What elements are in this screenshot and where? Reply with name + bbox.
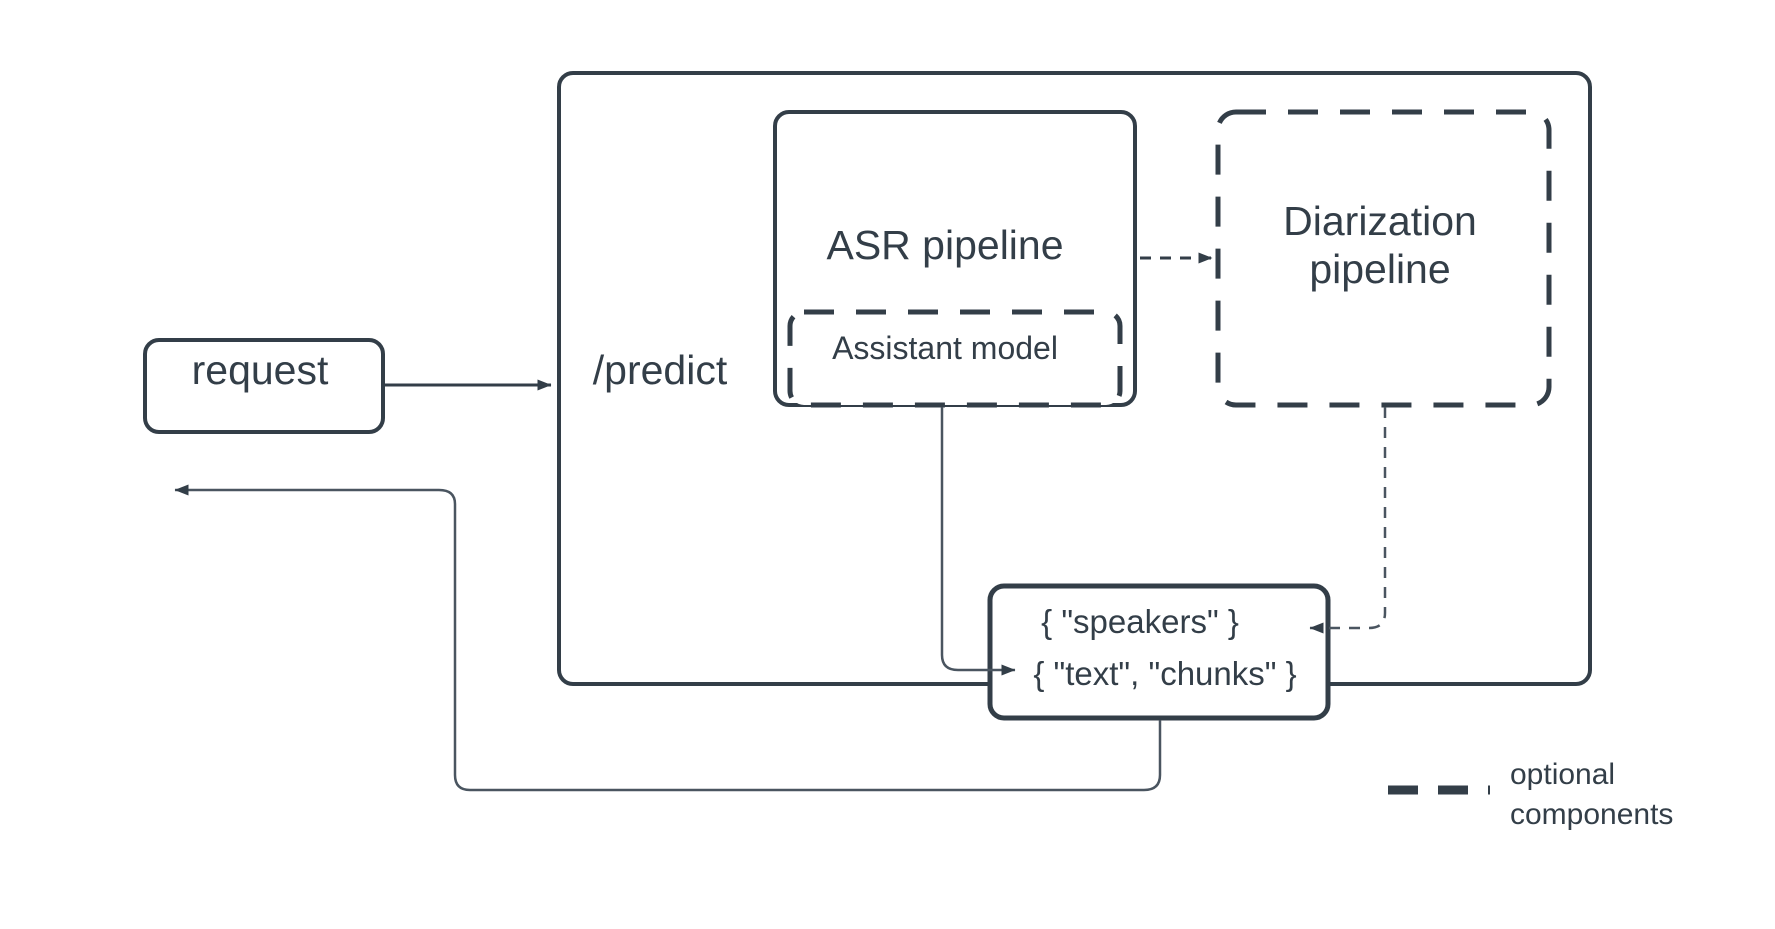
diarization-pipeline-box[interactable] [1215, 109, 1552, 408]
edge-output-to-response [174, 484, 1162, 792]
edge-assistant-to-output [940, 407, 1016, 676]
output-box[interactable] [987, 583, 1331, 721]
edge-diarization-to-output [1309, 407, 1387, 634]
request-box[interactable] [143, 338, 385, 434]
assistant-model-box[interactable] [787, 309, 1123, 408]
